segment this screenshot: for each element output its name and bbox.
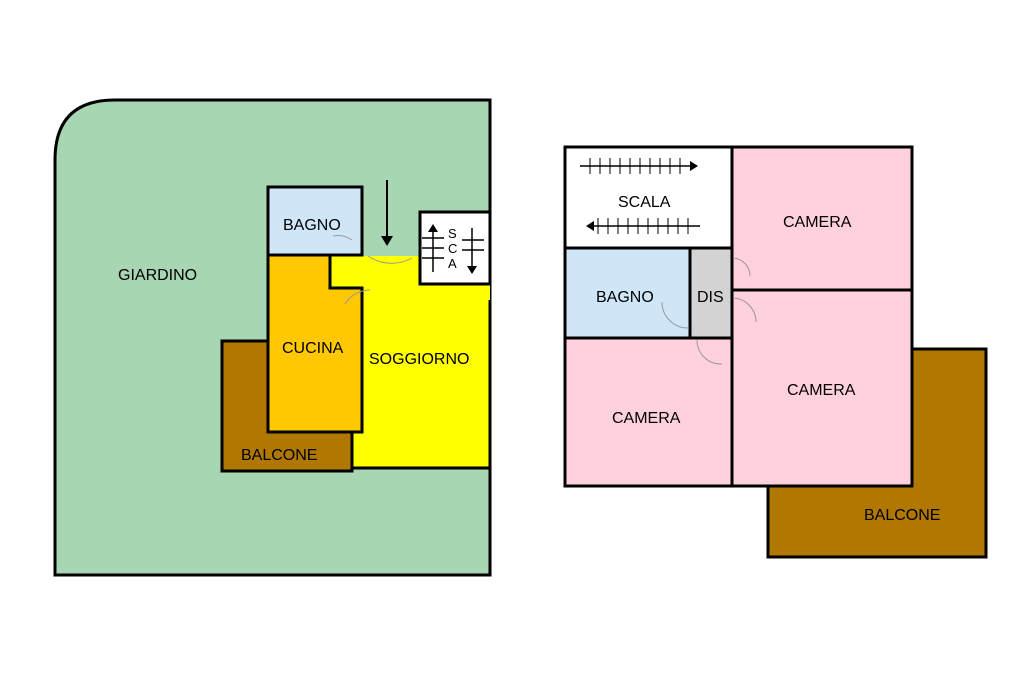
- label-stairs-c: C: [448, 241, 457, 256]
- label-bedroom-right: CAMERA: [787, 382, 856, 399]
- label-bedroom-top: CAMERA: [783, 214, 852, 231]
- label-bath-upper: BAGNO: [596, 289, 654, 306]
- arrow-right-icon: [690, 161, 698, 171]
- arrow-head-icon: [381, 236, 393, 246]
- door-swing: [661, 257, 757, 365]
- kitchen: [266, 253, 364, 434]
- arrow-left-icon: [586, 221, 594, 231]
- ground-floor-plan: GIARDINO BAGNO CUCINA SOGGIORNO BALCONE …: [53, 98, 492, 577]
- bedroom-right: [730, 288, 914, 488]
- label-living: SOGGIORNO: [369, 351, 469, 368]
- label-bath: BAGNO: [283, 217, 341, 234]
- upper-floor-plan: SCALA BAGNO DIS CAMERA CAMERA CAMERA BAL…: [563, 145, 988, 559]
- label-stairs-upper: SCALA: [618, 194, 671, 211]
- stairs-down-icon: [467, 266, 477, 274]
- label-stairs-a: A: [448, 256, 457, 271]
- label-balcony-upper: BALCONE: [864, 507, 940, 524]
- label-garden: GIARDINO: [118, 267, 197, 284]
- stair-marks: [422, 228, 484, 272]
- bathroom-upper: [563, 246, 692, 340]
- stairs-up-icon: [428, 224, 438, 232]
- label-stairs-s: S: [448, 226, 457, 241]
- bathroom-ground: [266, 185, 364, 257]
- door-swing: [332, 235, 413, 305]
- living-room: [350, 283, 492, 470]
- bedroom-left: [563, 336, 734, 488]
- label-balcony: BALCONE: [241, 447, 317, 464]
- label-kitchen: CUCINA: [282, 340, 344, 357]
- label-hall: DIS: [697, 289, 724, 306]
- stairs-box: [418, 210, 492, 286]
- label-bedroom-left: CAMERA: [612, 410, 681, 427]
- bedroom-top: [730, 145, 914, 292]
